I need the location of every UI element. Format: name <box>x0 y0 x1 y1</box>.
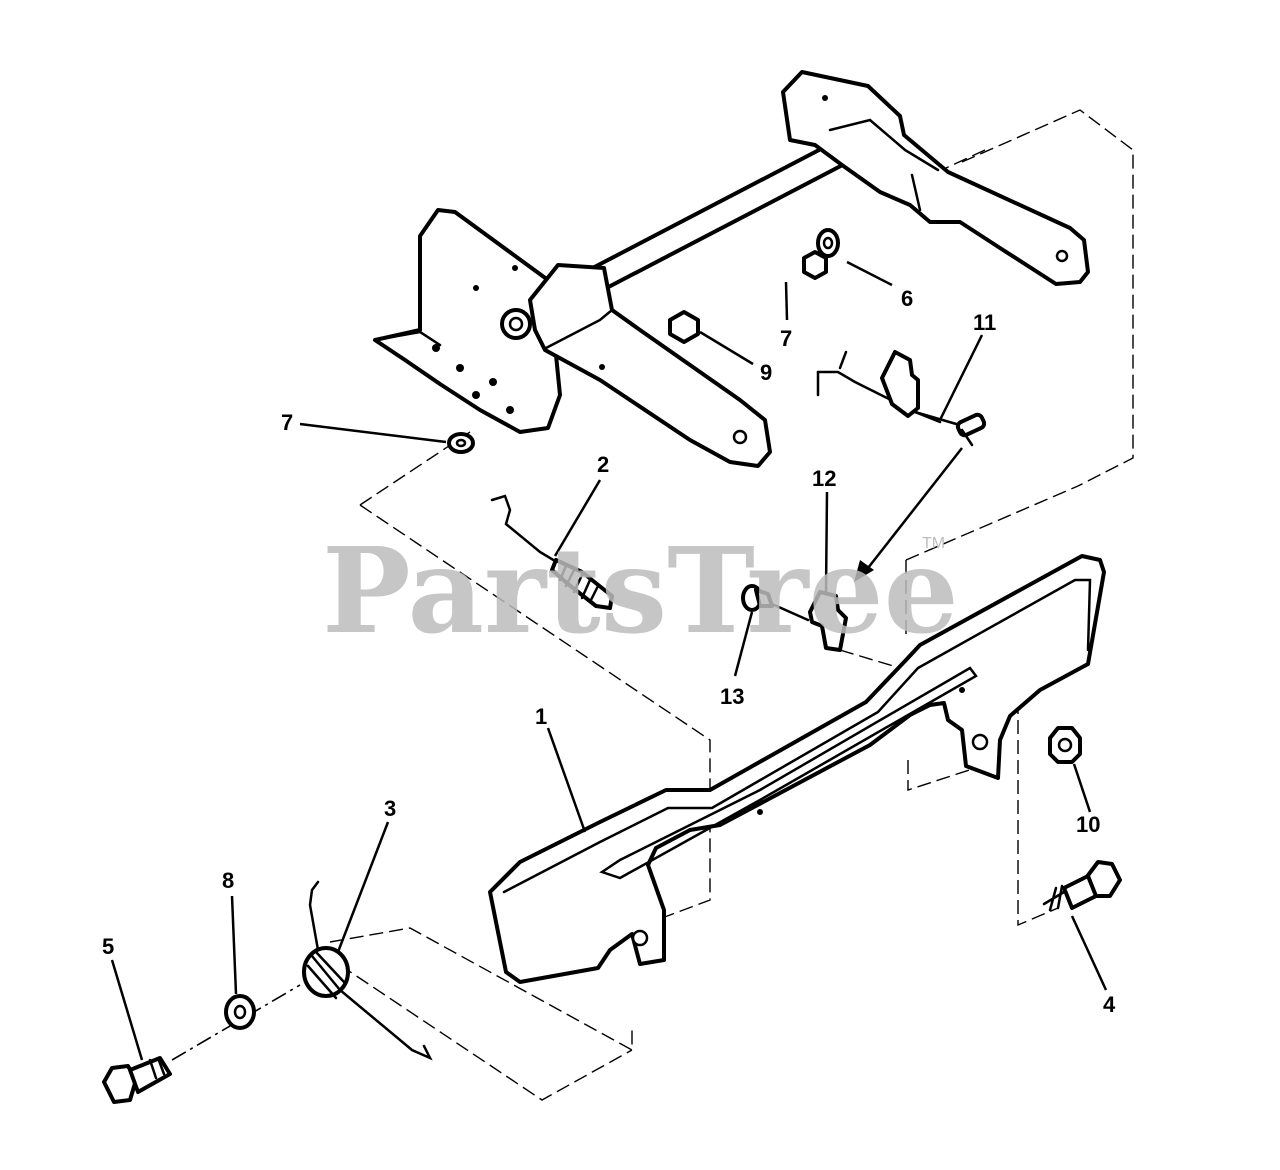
callout-8: 8 <box>222 868 234 893</box>
watermark: PartsTree <box>322 521 959 660</box>
callout-7-upper: 7 <box>780 326 792 351</box>
clip-12 <box>808 590 848 652</box>
bolt-5 <box>102 1056 172 1104</box>
callout-11: 11 <box>973 310 996 335</box>
spring-2 <box>490 494 614 610</box>
callout-5: 5 <box>102 934 114 959</box>
callout-4: 4 <box>1103 992 1116 1017</box>
bolt-4 <box>1042 860 1122 912</box>
callout-10: 10 <box>1076 812 1100 837</box>
axle-bracket-assembly <box>373 70 1090 468</box>
nut-10 <box>1048 726 1082 764</box>
washer-6 <box>816 228 840 258</box>
leader-lines <box>110 260 1108 1061</box>
washer-7-lower <box>447 432 475 454</box>
callout-6: 6 <box>901 286 913 311</box>
rod-clip-11 <box>816 350 987 447</box>
callout-1: 1 <box>535 704 547 729</box>
washer-8 <box>224 994 256 1030</box>
plate-1 <box>488 554 1106 984</box>
callout-13: 13 <box>720 684 744 709</box>
torsion-spring-3 <box>302 880 433 1061</box>
callout-3: 3 <box>384 796 396 821</box>
callout-9: 9 <box>760 360 772 385</box>
nut-9 <box>668 310 700 344</box>
screw-13 <box>741 584 810 622</box>
callout-12: 12 <box>812 466 836 491</box>
callout-labels: 6 7 9 11 7 2 12 13 1 10 3 8 5 4 <box>102 286 1116 1017</box>
callout-2: 2 <box>597 452 609 477</box>
callout-7-lower: 7 <box>281 410 293 435</box>
watermark-trademark: TM <box>922 535 945 552</box>
nut-7-upper <box>802 250 828 280</box>
